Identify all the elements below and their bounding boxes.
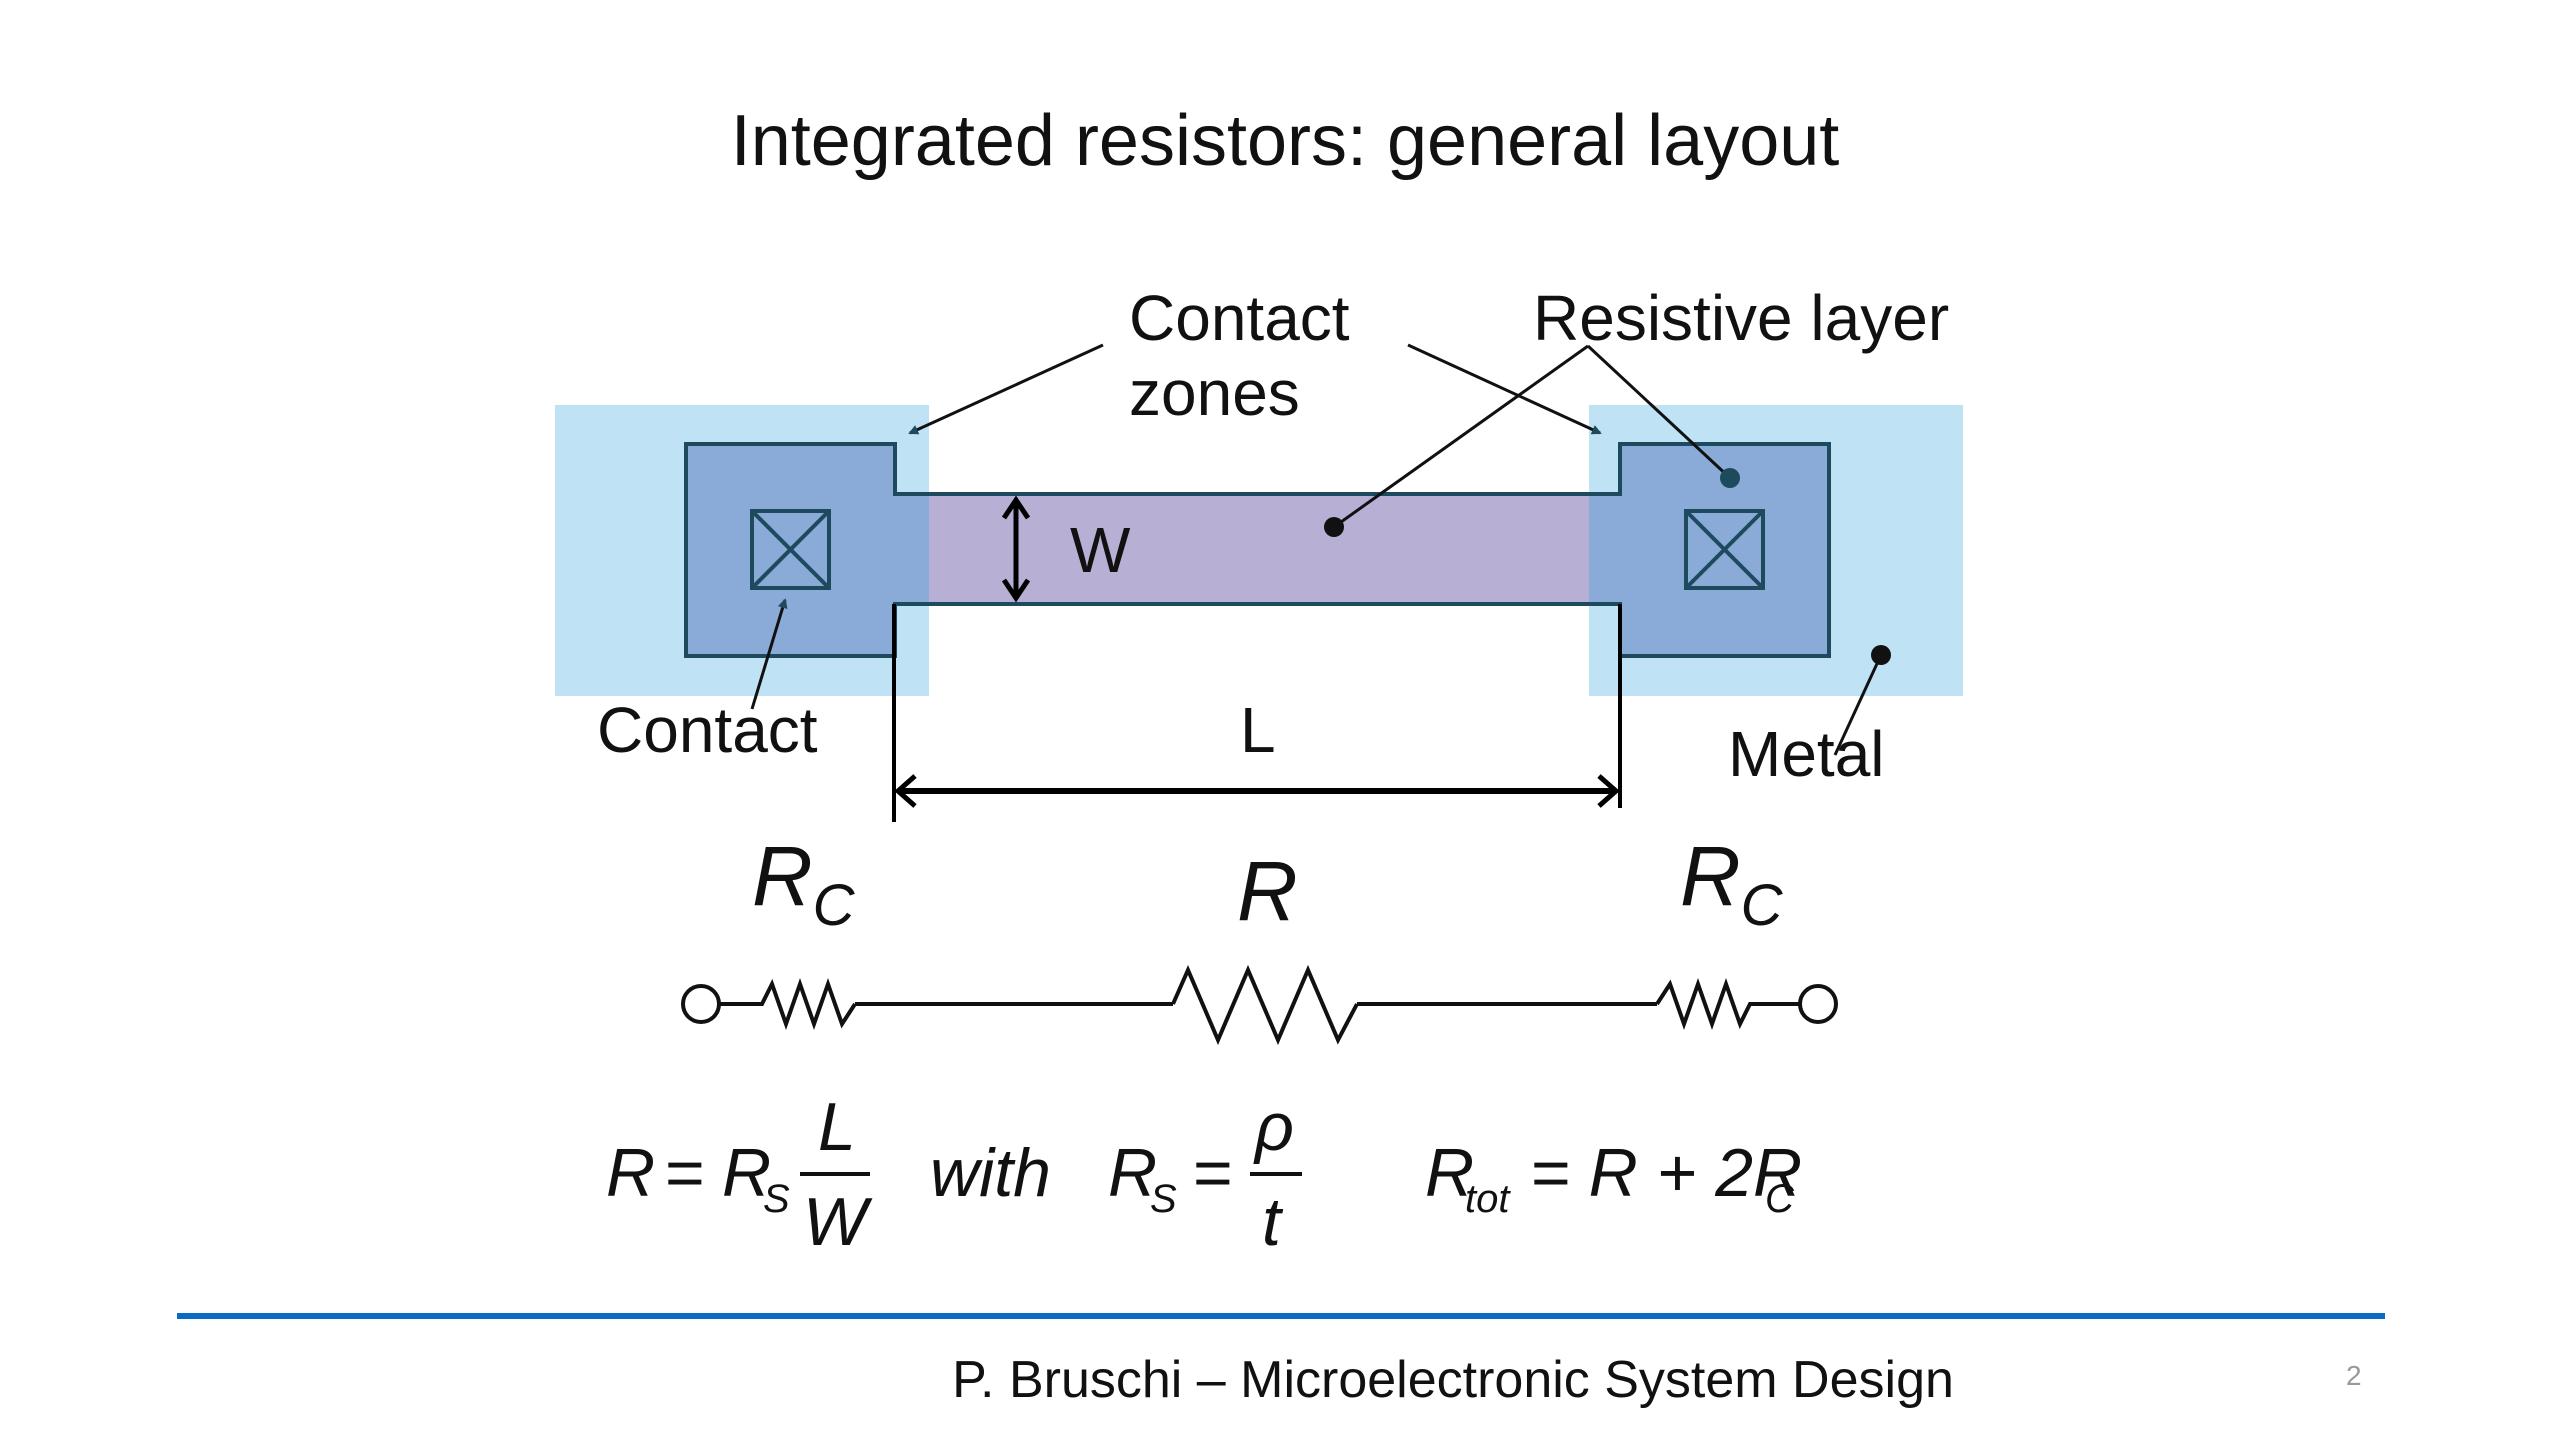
pointer-dot-metal	[1871, 645, 1891, 665]
svg-text:R: R	[606, 1135, 655, 1211]
slide-title: Integrated resistors: general layout	[730, 101, 1840, 181]
contact-icon-left	[750, 509, 831, 590]
contact-zone-right	[1589, 444, 1829, 656]
leader-metal	[1833, 654, 1883, 756]
formula-resistance: R = R S L W	[606, 1089, 873, 1260]
svg-text:W: W	[803, 1184, 873, 1260]
label-contact: Contact	[597, 694, 818, 766]
formula-total-resistance: R tot = R + 2R C	[1425, 1135, 1802, 1221]
label-metal: Metal	[1728, 718, 1885, 790]
resistor-rc-left-icon	[719, 977, 857, 1031]
terminal-right-icon	[1798, 984, 1838, 1024]
resistive-layer	[895, 494, 1620, 602]
width-arrow	[1001, 495, 1031, 603]
svg-text:C: C	[1765, 1177, 1795, 1221]
contact-icon-right	[1684, 509, 1765, 590]
pointer-dot-resistive	[1324, 517, 1344, 537]
svg-text:L: L	[818, 1089, 856, 1165]
svg-text:R: R	[1108, 1135, 1157, 1211]
resistor-r-icon	[1171, 964, 1359, 1046]
length-dimension	[892, 604, 1622, 822]
svg-text:=: =	[1193, 1135, 1233, 1211]
label-contact-zones-line1: Contact	[1129, 282, 1350, 354]
formula-with: with	[930, 1135, 1051, 1211]
svg-text:S: S	[763, 1177, 790, 1221]
svg-text:R: R	[1425, 1135, 1474, 1211]
leader-contact	[750, 598, 788, 710]
svg-text:R: R	[722, 1135, 771, 1211]
svg-text:ρ: ρ	[1253, 1089, 1294, 1165]
formula-sheet-resistance: R S = ρ t	[1108, 1089, 1302, 1260]
page-number: 2	[2346, 1360, 2362, 1391]
leader-contact-zone-right	[1407, 343, 1602, 435]
footer-divider	[177, 1313, 2385, 1319]
svg-text:S: S	[1150, 1177, 1177, 1221]
label-resistive-layer: Resistive layer	[1533, 282, 1949, 354]
label-length: L	[1240, 694, 1276, 766]
leader-contact-zone-left	[908, 343, 1104, 435]
svg-text:t: t	[1262, 1184, 1284, 1260]
resistor-rc-right-icon	[1655, 977, 1800, 1031]
label-width: W	[1070, 514, 1131, 586]
label-contact-zones-line2: zones	[1129, 357, 1300, 429]
leader-resistive-band	[1333, 344, 1589, 529]
circuit-label-rc-left: RC	[752, 829, 856, 938]
svg-text:= R + 2R: = R + 2R	[1530, 1135, 1802, 1211]
circuit-label-rc-right: RC	[1680, 829, 1784, 938]
svg-text:tot: tot	[1465, 1177, 1511, 1221]
terminal-left-icon	[681, 984, 721, 1024]
pointer-dot-resistive-contact	[1720, 468, 1740, 488]
circuit-label-r: R	[1237, 844, 1298, 938]
leader-resistive-contact	[1586, 344, 1732, 480]
svg-text:=: =	[665, 1135, 705, 1211]
contact-zone-left	[686, 444, 929, 656]
footer-text: P. Bruschi – Microelectronic System Desi…	[952, 1351, 1954, 1409]
